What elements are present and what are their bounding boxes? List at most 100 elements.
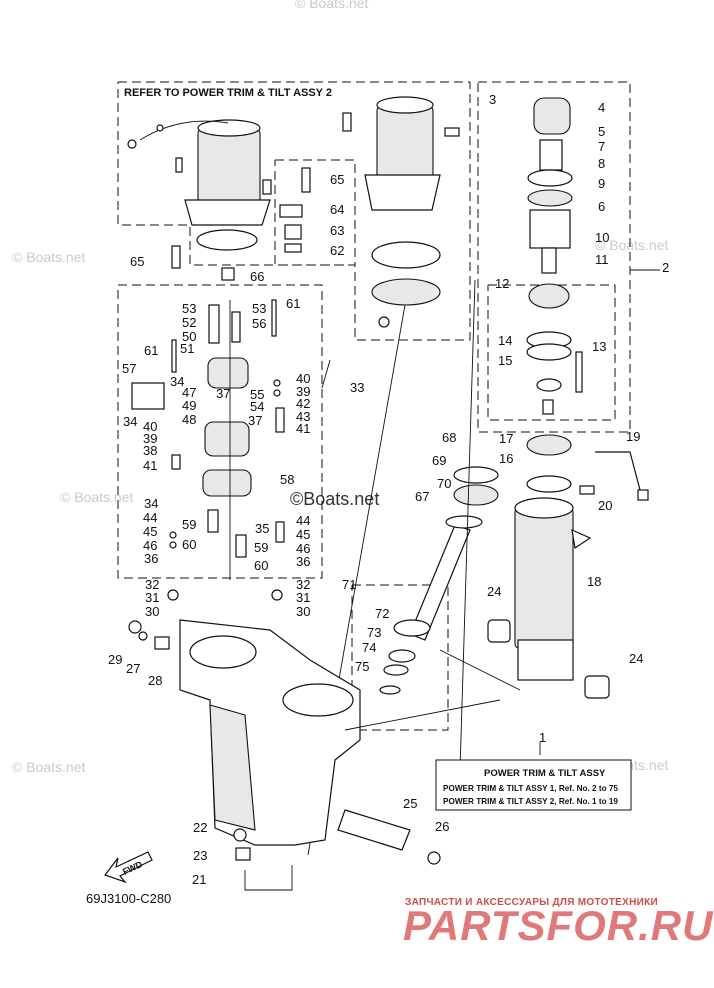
callout-label: 68	[442, 430, 456, 445]
callout-label: 33	[350, 380, 364, 395]
callout-label: 18	[587, 574, 601, 589]
callout-label: 21	[192, 872, 206, 887]
callout-label: 39	[296, 384, 310, 399]
callout-label: 22	[193, 820, 207, 835]
callout-label: 30	[296, 604, 310, 619]
brand-logo: PARTSFOR.RU	[403, 902, 714, 949]
callout-label: 6	[598, 199, 605, 214]
callout-label: 57	[122, 361, 136, 376]
callout-label: 23	[193, 848, 207, 863]
callout-label: 59	[254, 540, 268, 555]
callout-label: 53	[182, 301, 196, 316]
callout-label: 27	[126, 661, 140, 676]
callout-label: 36	[144, 551, 158, 566]
trim-ram	[379, 466, 499, 695]
callout-label: 8	[598, 156, 605, 171]
watermark: © Boats.net	[60, 489, 133, 505]
callout-label: 34	[123, 414, 137, 429]
watermark: © Boats.net	[295, 0, 368, 11]
callout-label: 48	[182, 412, 196, 427]
leader-lines	[321, 269, 660, 771]
callout-label: 61	[144, 343, 158, 358]
watermark: © Boats.net	[12, 759, 85, 775]
callout-label: 3	[489, 92, 496, 107]
callout-label: 54	[250, 399, 264, 414]
callout-label: 32	[296, 577, 310, 592]
callout-label: 34	[144, 496, 158, 511]
manifold-housing	[128, 619, 610, 891]
callout-label: 49	[182, 398, 196, 413]
drawing-code: 69J3100-C280	[86, 891, 171, 906]
tilt-cylinder-upper	[526, 97, 583, 493]
callout-label: 5	[598, 124, 605, 139]
callout-label: 12	[495, 276, 509, 291]
callout-label: 65	[130, 254, 144, 269]
callout-label: 1	[539, 730, 546, 745]
callout-label: 42	[296, 396, 310, 411]
callout-label: 31	[145, 590, 159, 605]
callout-label: 34	[170, 374, 184, 389]
callout-label: 64	[330, 202, 344, 217]
valve-parts	[171, 167, 311, 281]
callout-label: 67	[415, 489, 429, 504]
callout-label: 13	[592, 339, 606, 354]
callout-label: 70	[437, 476, 451, 491]
callout-label: 16	[499, 451, 513, 466]
callout-label: 35	[255, 521, 269, 536]
callout-label: 4	[598, 100, 605, 115]
callout-label: 73	[367, 625, 381, 640]
assembly-boundaries	[117, 81, 631, 731]
callout-label: 56	[252, 316, 266, 331]
legend-line-2: POWER TRIM & TILT ASSY 2, Ref. No. 1 to …	[443, 797, 618, 806]
callout-label: 39	[143, 431, 157, 446]
watermark: © Boats.net	[595, 237, 668, 253]
callout-label: 43	[296, 409, 310, 424]
callout-label: 25	[403, 796, 417, 811]
legend-line-1: POWER TRIM & TILT ASSY 1, Ref. No. 2 to …	[443, 784, 618, 793]
cylinder-assy-box	[487, 284, 616, 421]
callout-label: 45	[296, 527, 310, 542]
callout-label: 44	[296, 513, 310, 528]
callout-label: 36	[296, 554, 310, 569]
trim-ram-box	[351, 584, 449, 731]
callout-label: 44	[143, 510, 157, 525]
legend-title: POWER TRIM & TILT ASSY	[484, 768, 606, 779]
refer-note: REFER TO POWER TRIM & TILT ASSY 2	[124, 87, 332, 99]
callout-label: 38	[143, 443, 157, 458]
callout-label: 37	[216, 386, 230, 401]
callout-label: 46	[296, 541, 310, 556]
callout-label: 59	[182, 517, 196, 532]
callout-label: 72	[375, 606, 389, 621]
callout-label: 20	[598, 498, 612, 513]
fwd-arrow-icon: FWD	[104, 851, 153, 884]
watermark: © Boats.net	[12, 249, 85, 265]
callout-label: 63	[330, 223, 344, 238]
callout-label: 52	[182, 315, 196, 330]
brand-tagline: ЗАПЧАСТИ И АКСЕССУАРЫ ДЛЯ МОТОТЕХНИКИ	[405, 897, 658, 908]
callout-label: 53	[252, 301, 266, 316]
tilt-cylinder-box	[477, 81, 631, 433]
callout-labels: 1 2 3 4 5 7 8 9 6 10 11 12 13 14 15 16 1…	[108, 92, 669, 887]
watermark: ©Boats.net	[290, 489, 379, 509]
callout-label: 14	[498, 333, 512, 348]
callout-label: 69	[432, 453, 446, 468]
callout-label: 66	[250, 269, 264, 284]
pump-stack	[131, 299, 285, 601]
callout-label: 31	[296, 590, 310, 605]
callout-label: 11	[595, 252, 609, 267]
callout-label: 32	[145, 577, 159, 592]
callout-label: 55	[250, 387, 264, 402]
callout-label: 24	[487, 584, 501, 599]
callout-label: 60	[254, 558, 268, 573]
callout-label: 65	[330, 172, 344, 187]
callout-label: 50	[182, 329, 196, 344]
callout-label: 40	[143, 419, 157, 434]
legend-box: POWER TRIM & TILT ASSY POWER TRIM & TILT…	[435, 759, 632, 811]
tilt-cylinder-18	[514, 451, 649, 681]
callout-label: 60	[182, 537, 196, 552]
callout-label: 46	[143, 538, 157, 553]
callout-label: 62	[330, 243, 344, 258]
callout-label: 58	[280, 472, 294, 487]
callout-label: 30	[145, 604, 159, 619]
